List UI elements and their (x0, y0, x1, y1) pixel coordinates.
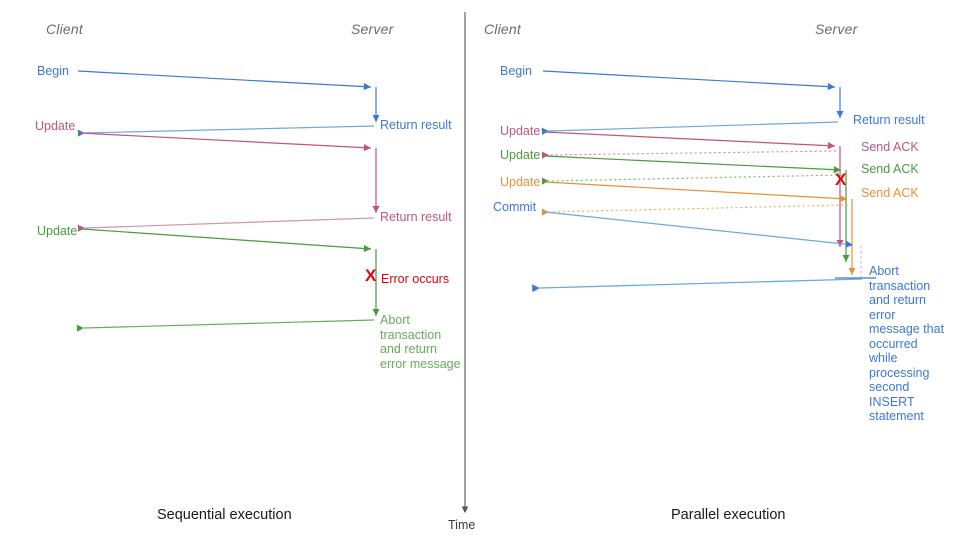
arrow-update1-request-r (544, 131, 836, 150)
right-actor-client: Client (484, 21, 521, 37)
arrow-update2-request (81, 228, 372, 253)
right-panel-arrows (532, 70, 876, 293)
left-client-label-update-2: Update (37, 224, 78, 238)
left-error-x-icon: X (365, 266, 377, 285)
left-client-label-begin: Begin (37, 64, 69, 78)
left-panel-caption: Sequential execution (157, 507, 292, 523)
arrow-begin-request (77, 70, 372, 91)
right-server-label-send-ack-3: Send ACK (861, 186, 919, 200)
arrow-abort-blue-r (532, 278, 863, 293)
right-panel-caption: Parallel execution (671, 507, 786, 523)
arrow-abort-green (76, 319, 375, 332)
right-error-x-icon: X (835, 170, 847, 189)
arrow-commit-request-r (544, 211, 854, 248)
right-server-label-abort-message: Abort transaction and return error messa… (869, 264, 945, 423)
right-client-label-commit: Commit (493, 200, 537, 214)
left-server-label-return-result-2: Return result (380, 210, 452, 224)
left-server-label-abort-message: Abort transaction and return error messa… (380, 313, 461, 371)
left-actor-server: Server (351, 21, 394, 37)
right-client-label-update-2: Update (500, 148, 541, 162)
right-actor-server: Server (815, 21, 858, 37)
right-server-label-return-result: Return result (853, 113, 925, 127)
left-client-label-update-1: Update (35, 119, 76, 133)
arrow-update1-request (79, 132, 372, 152)
arrow-return-result-pink (77, 217, 375, 232)
right-client-label-update-3: Update (500, 175, 541, 189)
right-client-label-begin: Begin (500, 64, 532, 78)
arrow-ack2-green-dotted (541, 174, 843, 185)
arrow-return-result-blue (77, 125, 375, 137)
right-server-label-send-ack-2: Send ACK (861, 162, 919, 176)
time-axis-label: Time (448, 518, 476, 532)
arrow-ack3-orange-dotted (541, 204, 849, 216)
arrow-return-result-blue-r (541, 121, 839, 135)
arrow-update2-request-r (544, 155, 842, 174)
left-panel-arrows (76, 70, 380, 332)
left-server-label-return-result-1: Return result (380, 118, 452, 132)
left-actor-client: Client (46, 21, 83, 37)
right-client-label-update-1: Update (500, 124, 541, 138)
arrow-begin-request-r (542, 70, 836, 91)
left-server-label-error-occurs: Error occurs (381, 272, 450, 286)
arrow-ack1-pink-dotted (541, 150, 837, 159)
arrow-update3-request-r (544, 181, 848, 203)
right-server-label-send-ack-1: Send ACK (861, 140, 919, 154)
